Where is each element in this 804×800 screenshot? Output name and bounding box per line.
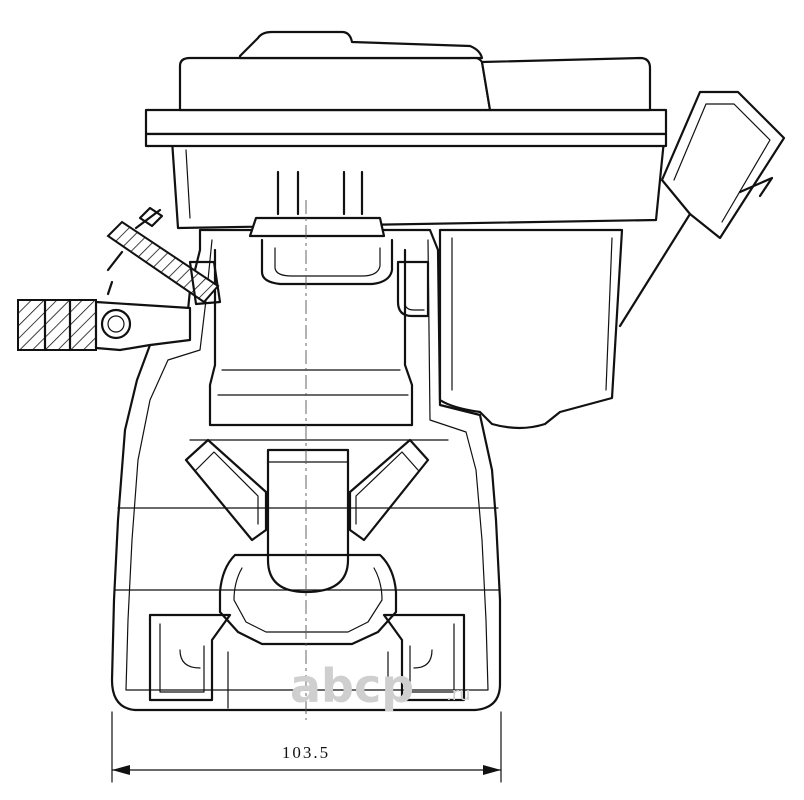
dimension-arrow-right: [483, 765, 501, 775]
bleeder-screw: [106, 206, 222, 306]
watermark-logo: abcp .ru: [290, 659, 471, 713]
caliper-housing: [110, 228, 502, 712]
guide-pin-bushing: [17, 298, 192, 352]
watermark-suffix: .ru: [446, 684, 471, 705]
electric-motor: [144, 30, 786, 430]
dimension-value-label: 103.5: [282, 743, 330, 762]
watermark-text: abcp: [290, 659, 414, 713]
dimension-arrow-left: [112, 765, 130, 775]
width-dimension: 103.5: [111, 711, 502, 783]
